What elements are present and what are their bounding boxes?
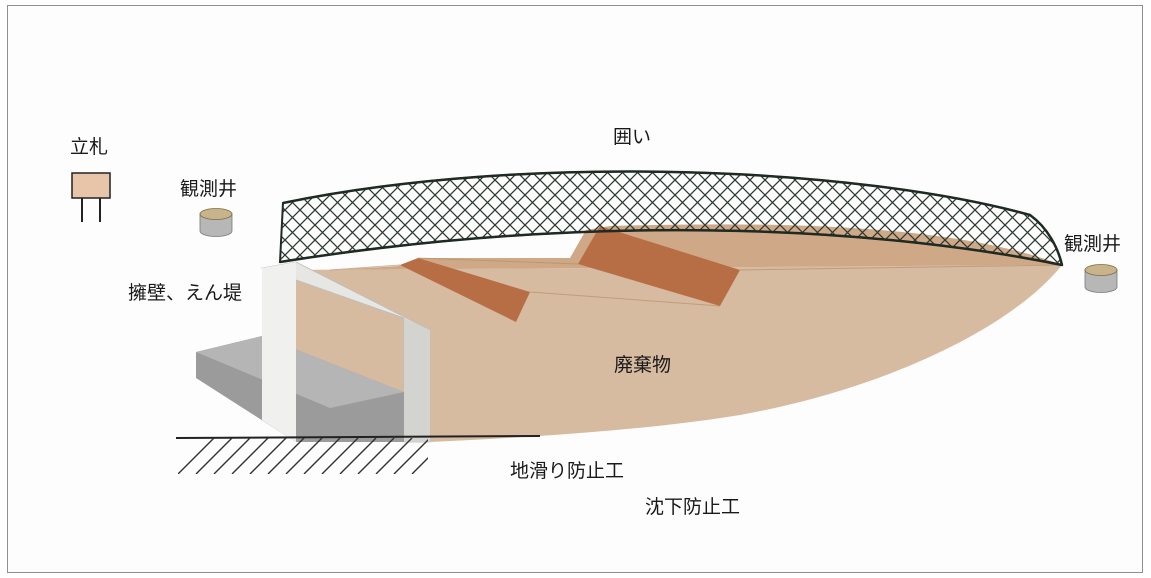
cover-layer-strip xyxy=(400,258,530,322)
fence-enclosure xyxy=(278,170,1064,267)
observation-well-left-icon xyxy=(199,208,233,237)
cover-layer-strip xyxy=(578,226,740,306)
landslide-prevention-label: 地滑り防止工 xyxy=(510,460,625,482)
notice-sign-icon xyxy=(71,172,111,222)
sign-label: 立札 xyxy=(70,136,109,158)
ground-hatching xyxy=(175,435,541,474)
observation-well-left-label: 観測井 xyxy=(180,178,238,200)
retaining-wall-label: 擁壁、えん堤 xyxy=(128,282,243,304)
fence-label: 囲い xyxy=(613,126,652,148)
retaining-wall xyxy=(196,261,431,443)
waste-label: 廃棄物 xyxy=(614,354,672,376)
observation-well-right-icon xyxy=(1084,264,1118,293)
observation-well-right-label: 観測井 xyxy=(1064,233,1122,255)
subsidence-prevention-label: 沈下防止工 xyxy=(645,496,741,518)
